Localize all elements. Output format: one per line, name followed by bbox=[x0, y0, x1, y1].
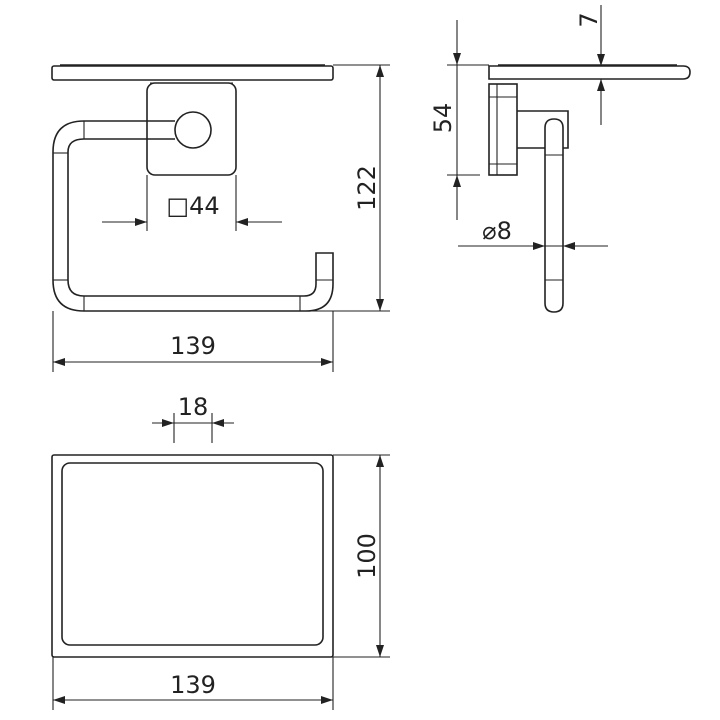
rod-diameter-label: ⌀8 bbox=[482, 217, 512, 245]
front-view: □44 122 139 bbox=[51, 64, 390, 372]
dimension-44: □44 bbox=[102, 175, 282, 231]
wall-mount-block bbox=[146, 82, 237, 176]
dimension-139-front: 139 bbox=[52, 311, 334, 372]
front-width-label: 139 bbox=[170, 332, 216, 360]
dimension-100: 100 bbox=[333, 454, 390, 658]
dimension-7: 7 bbox=[575, 5, 605, 125]
rod-end-circle bbox=[174, 111, 212, 149]
top-width-label: 139 bbox=[170, 671, 216, 699]
dimension-diameter-8: ⌀8 bbox=[458, 217, 608, 250]
offset-label: 18 bbox=[178, 393, 209, 421]
side-view: 54 7 ⌀8 bbox=[429, 5, 691, 313]
height-label: 122 bbox=[353, 165, 381, 211]
shelf-side bbox=[488, 64, 691, 80]
dimension-18: 18 bbox=[152, 393, 234, 443]
shelf-front bbox=[51, 64, 334, 81]
top-view: 18 100 139 bbox=[51, 393, 390, 710]
dimension-54: 54 bbox=[429, 20, 489, 220]
dimension-122: 122 bbox=[310, 64, 390, 312]
dimension-139-top: 139 bbox=[52, 657, 334, 710]
mount-size-label: □44 bbox=[166, 192, 219, 220]
arm-block bbox=[517, 110, 569, 149]
mount-plate-side bbox=[488, 83, 518, 176]
rod-side bbox=[544, 118, 564, 313]
mount-height-label: 54 bbox=[429, 103, 457, 134]
paper-holder-ring bbox=[52, 120, 334, 312]
shelf-inner-tray bbox=[61, 462, 324, 646]
shelf-thickness-label: 7 bbox=[575, 12, 603, 27]
shelf-outline bbox=[51, 454, 334, 658]
depth-label: 100 bbox=[353, 533, 381, 579]
